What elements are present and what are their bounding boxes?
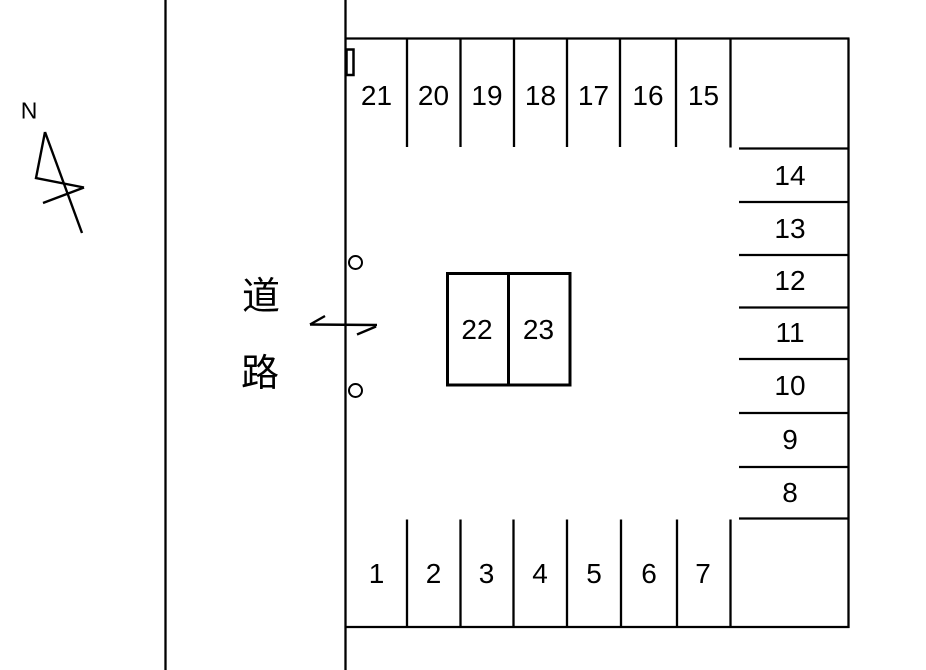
stall-label-6: 6	[641, 557, 657, 589]
stall-label-14: 14	[774, 160, 806, 191]
stall-label-10: 10	[774, 370, 806, 401]
post-circle-top	[348, 255, 363, 270]
stall-label-12: 12	[774, 265, 806, 296]
stall-label-17: 17	[577, 80, 610, 111]
stall-label-20: 20	[417, 80, 450, 111]
stall-label-16: 16	[632, 80, 664, 111]
stall-label-9: 9	[782, 424, 798, 455]
stall-label-11: 11	[775, 317, 805, 348]
post-circle-bottom	[348, 383, 363, 398]
stall-label-18: 18	[524, 80, 557, 111]
stall-label-15: 15	[687, 80, 720, 111]
road-label-char-2: 路	[240, 353, 280, 395]
stall-label-23: 23	[522, 314, 555, 345]
stall-label-8: 8	[782, 476, 798, 508]
gate-marker	[345, 48, 355, 77]
compass-north-label: N	[20, 97, 38, 124]
stall-label-22: 22	[461, 314, 493, 345]
stall-label-7: 7	[695, 557, 711, 589]
stall-label-3: 3	[478, 557, 495, 589]
stall-label-1: 1	[368, 557, 385, 589]
stall-label-21: 21	[360, 80, 393, 111]
entrance-arrow-icon	[309, 314, 378, 336]
road-label-char-1: 道	[241, 276, 281, 318]
stall-label-4: 4	[532, 557, 548, 589]
stall-label-19: 19	[471, 80, 503, 111]
stall-label-13: 13	[774, 212, 806, 244]
stall-label-5: 5	[586, 557, 602, 589]
north-arrow-icon	[34, 131, 85, 234]
stall-label-2: 2	[425, 557, 442, 589]
